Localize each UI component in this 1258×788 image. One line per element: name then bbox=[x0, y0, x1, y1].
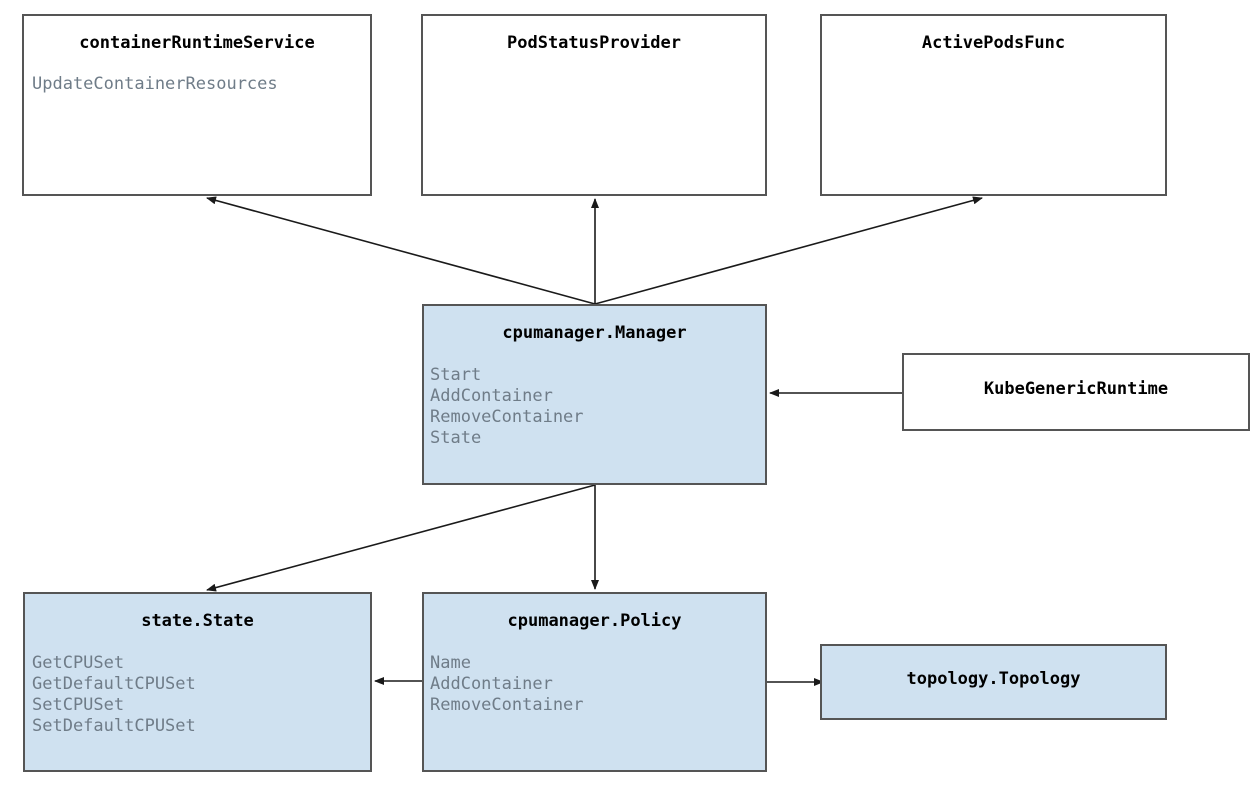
node-methods: GetCPUSet GetDefaultCPUSet SetCPUSet Set… bbox=[32, 653, 196, 736]
node-cpumanager-policy[interactable]: cpumanager.Policy Name AddContainer Remo… bbox=[422, 592, 767, 772]
edge-manager-to-state bbox=[206, 484, 596, 592]
node-active-pods-func[interactable]: ActivePodsFunc bbox=[820, 14, 1167, 196]
node-methods: Start AddContainer RemoveContainer State bbox=[430, 365, 584, 448]
node-methods: Name AddContainer RemoveContainer bbox=[430, 653, 584, 715]
node-title: ActivePodsFunc bbox=[921, 33, 1066, 53]
edge-manager-to-activepodsfunc bbox=[594, 196, 983, 305]
node-title: topology.Topology bbox=[906, 669, 1081, 689]
node-pod-status-provider[interactable]: PodStatusProvider bbox=[421, 14, 767, 196]
node-title: state.State bbox=[141, 611, 254, 631]
node-title: cpumanager.Manager bbox=[502, 323, 687, 343]
node-cpumanager-manager[interactable]: cpumanager.Manager Start AddContainer Re… bbox=[422, 304, 767, 485]
node-state-state[interactable]: state.State GetCPUSet GetDefaultCPUSet S… bbox=[23, 592, 372, 772]
node-title: cpumanager.Policy bbox=[507, 611, 682, 631]
node-title: PodStatusProvider bbox=[507, 33, 681, 53]
node-kube-generic-runtime[interactable]: KubeGenericRuntime bbox=[902, 353, 1250, 431]
node-topology-topology[interactable]: topology.Topology bbox=[820, 644, 1167, 720]
node-title: KubeGenericRuntime bbox=[983, 379, 1169, 399]
edge-manager-to-containerruntimeservice bbox=[206, 196, 596, 305]
node-container-runtime-service[interactable]: containerRuntimeService UpdateContainerR… bbox=[22, 14, 372, 196]
node-methods: UpdateContainerResources bbox=[32, 74, 278, 94]
node-title: containerRuntimeService bbox=[79, 33, 315, 53]
